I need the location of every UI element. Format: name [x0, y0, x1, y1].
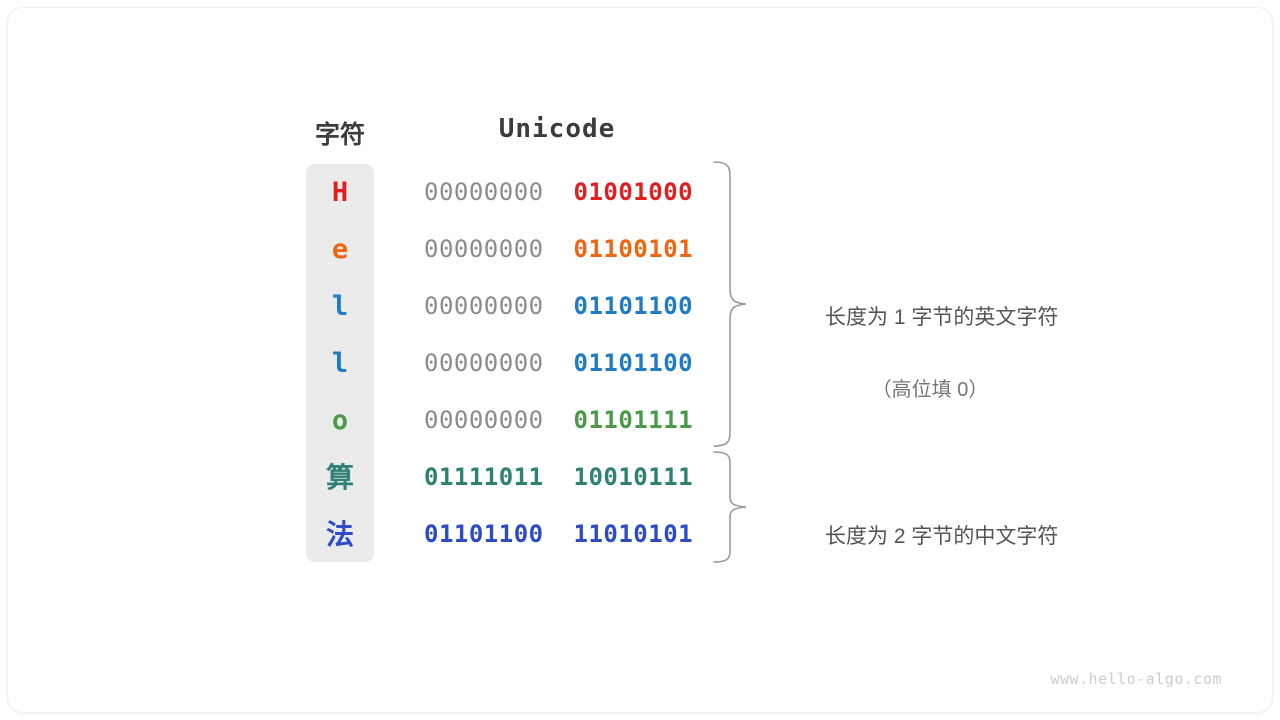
- unicode-low-byte: 01001000: [573, 178, 694, 206]
- character-cell: 法: [325, 519, 354, 550]
- unicode-low-byte: 01101100: [573, 349, 694, 377]
- annotation-ascii: 长度为 1 字节的英文字符 （高位填 0）: [756, 264, 1104, 480]
- unicode-bits-cell: 00000000 01101111: [424, 392, 694, 449]
- unicode-high-byte: 00000000: [424, 178, 544, 206]
- unicode-low-byte: 10010111: [573, 463, 694, 491]
- unicode-high-byte: 01111011: [424, 463, 544, 491]
- unicode-bits-cell: 00000000 01101100: [424, 278, 694, 335]
- character-cell: o: [331, 405, 349, 436]
- unicode-low-byte: 01101100: [573, 292, 694, 320]
- character-column-panel: [306, 164, 374, 562]
- annotation-cjk-main: 长度为 2 字节的中文字符: [824, 525, 1059, 548]
- brace-cjk-group: [713, 451, 747, 563]
- unicode-high-byte: 01101100: [424, 520, 544, 548]
- annotation-ascii-sub: （高位填 0）: [871, 379, 989, 401]
- column-header-character: 字符: [314, 121, 365, 149]
- column-header-unicode: Unicode: [498, 114, 616, 144]
- unicode-high-byte: 00000000: [424, 235, 544, 263]
- unicode-bits-cell: 00000000 01001000: [424, 164, 694, 221]
- unicode-bits-cell: 01101100 11010101: [424, 506, 694, 563]
- unicode-low-byte: 11010101: [573, 520, 694, 548]
- annotation-cjk: 长度为 2 字节的中文字符: [756, 483, 1104, 591]
- annotation-ascii-main: 长度为 1 字节的英文字符: [824, 306, 1059, 329]
- unicode-low-byte: 01101111: [573, 406, 694, 434]
- character-cell: H: [331, 177, 349, 208]
- unicode-high-byte: 00000000: [424, 292, 544, 320]
- character-cell: l: [331, 291, 349, 322]
- brace-ascii-group: [713, 161, 747, 447]
- diagram-card: [8, 8, 1272, 712]
- unicode-low-byte: 01100101: [573, 235, 694, 263]
- unicode-high-byte: 00000000: [424, 349, 544, 377]
- watermark: www.hello-algo.com: [1050, 670, 1222, 688]
- unicode-bits-cell: 01111011 10010111: [424, 449, 694, 506]
- character-cell: l: [331, 348, 349, 379]
- unicode-high-byte: 00000000: [424, 406, 544, 434]
- character-cell: e: [331, 234, 349, 265]
- unicode-bits-cell: 00000000 01100101: [424, 221, 694, 278]
- character-cell: 算: [325, 462, 354, 493]
- unicode-bits-cell: 00000000 01101100: [424, 335, 694, 392]
